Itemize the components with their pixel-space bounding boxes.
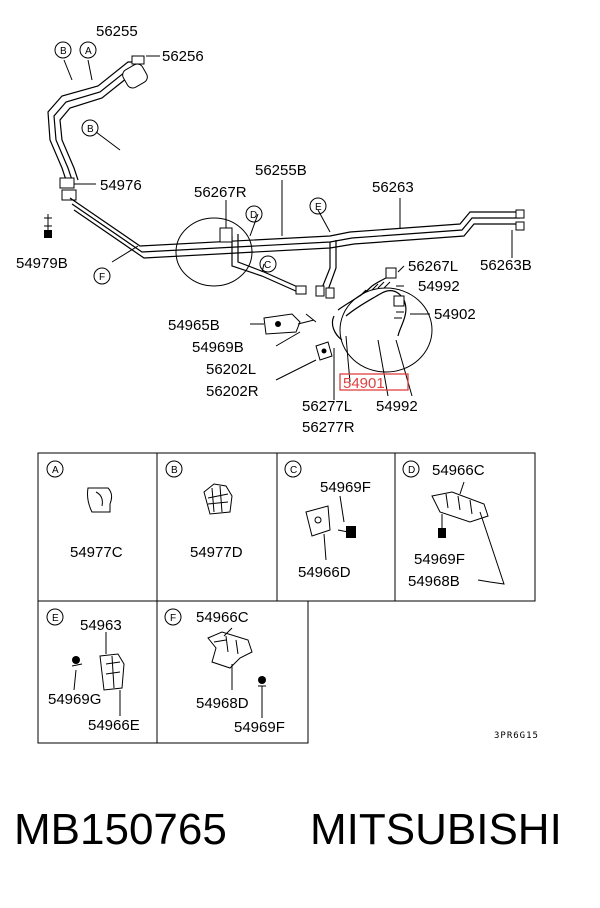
panel-d-part-2: 54969F bbox=[414, 551, 465, 568]
label-56277R: 56277R bbox=[302, 419, 355, 436]
label-56267L: 56267L bbox=[408, 258, 458, 275]
panel-f-part-1: 54966C bbox=[196, 609, 249, 626]
panel-f-part-3: 54969F bbox=[234, 719, 285, 736]
detail-panel-b: B 54977D bbox=[165, 460, 243, 561]
label-56263B: 56263B bbox=[480, 257, 532, 274]
label-56202R: 56202R bbox=[206, 383, 259, 400]
detail-panel-f: F 54966C 54968D 54969F bbox=[164, 608, 285, 736]
brand-name: MITSUBISHI bbox=[310, 805, 562, 854]
label-56263: 56263 bbox=[372, 179, 414, 196]
callout-f: F bbox=[93, 267, 111, 285]
detail-panel-d: D 54966C 54969F 54968B bbox=[402, 460, 505, 590]
detail-panel-c: C 54969F 54966D bbox=[284, 460, 371, 581]
callout-b-top: B bbox=[54, 41, 72, 59]
main-part-labels: 56255 56256 54976 54979B 56267R 56255B 5… bbox=[16, 23, 532, 436]
callout-b-mid: B bbox=[81, 119, 99, 137]
label-56256: 56256 bbox=[162, 48, 204, 65]
label-56255: 56255 bbox=[96, 23, 138, 40]
svg-text:C: C bbox=[264, 260, 271, 271]
svg-text:F: F bbox=[99, 272, 105, 283]
panel-b-part: 54977D bbox=[190, 544, 243, 561]
callout-d: D bbox=[245, 205, 263, 223]
svg-text:E: E bbox=[315, 202, 322, 213]
detail-panel-a: A 54977C bbox=[46, 460, 123, 561]
panel-e-letter: E bbox=[52, 613, 59, 624]
callout-c: C bbox=[259, 255, 277, 273]
svg-text:A: A bbox=[85, 46, 92, 57]
svg-text:B: B bbox=[87, 124, 94, 135]
panel-a-part: 54977C bbox=[70, 544, 123, 561]
label-56255B: 56255B bbox=[255, 162, 307, 179]
pipe-assembly bbox=[44, 55, 525, 400]
panel-d-letter: D bbox=[408, 465, 415, 476]
panel-f-part-2: 54968D bbox=[196, 695, 249, 712]
label-54901: 54901 bbox=[343, 375, 385, 392]
panel-c-part-2: 54966D bbox=[298, 564, 351, 581]
label-54992-top: 54992 bbox=[418, 278, 460, 295]
callout-a-top: A bbox=[79, 41, 97, 59]
panel-d-part-3: 54968B bbox=[408, 573, 460, 590]
panel-e-part-1: 54963 bbox=[80, 617, 122, 634]
label-56277L: 56277L bbox=[302, 398, 352, 415]
svg-text:B: B bbox=[60, 46, 67, 57]
panel-c-letter: C bbox=[290, 465, 297, 476]
panel-f-letter: F bbox=[170, 613, 176, 624]
label-54992-bottom: 54992 bbox=[376, 398, 418, 415]
label-56267R: 56267R bbox=[194, 184, 247, 201]
callout-markers: B A B F D E C bbox=[54, 41, 327, 285]
label-54976: 54976 bbox=[100, 177, 142, 194]
part-number: MB150765 bbox=[14, 805, 227, 854]
panel-d-part-1: 54966C bbox=[432, 462, 485, 479]
drawing-code: 3PR6G15 bbox=[494, 731, 539, 741]
panel-c-part-1: 54969F bbox=[320, 479, 371, 496]
detail-grid bbox=[37, 452, 536, 744]
label-54965B: 54965B bbox=[168, 317, 220, 334]
label-54969B: 54969B bbox=[192, 339, 244, 356]
callout-e: E bbox=[309, 197, 327, 215]
panel-a-letter: A bbox=[52, 465, 59, 476]
label-54902: 54902 bbox=[434, 306, 476, 323]
panel-e-part-2: 54969G bbox=[48, 691, 101, 708]
label-54979B: 54979B bbox=[16, 255, 68, 272]
svg-text:D: D bbox=[250, 210, 257, 221]
highlight-box-54901 bbox=[339, 373, 409, 391]
detail-panel-e: E 54963 54969G 54966E bbox=[46, 608, 140, 734]
panel-e-part-3: 54966E bbox=[88, 717, 140, 734]
label-56202L: 56202L bbox=[206, 361, 256, 378]
panel-b-letter: B bbox=[171, 465, 178, 476]
